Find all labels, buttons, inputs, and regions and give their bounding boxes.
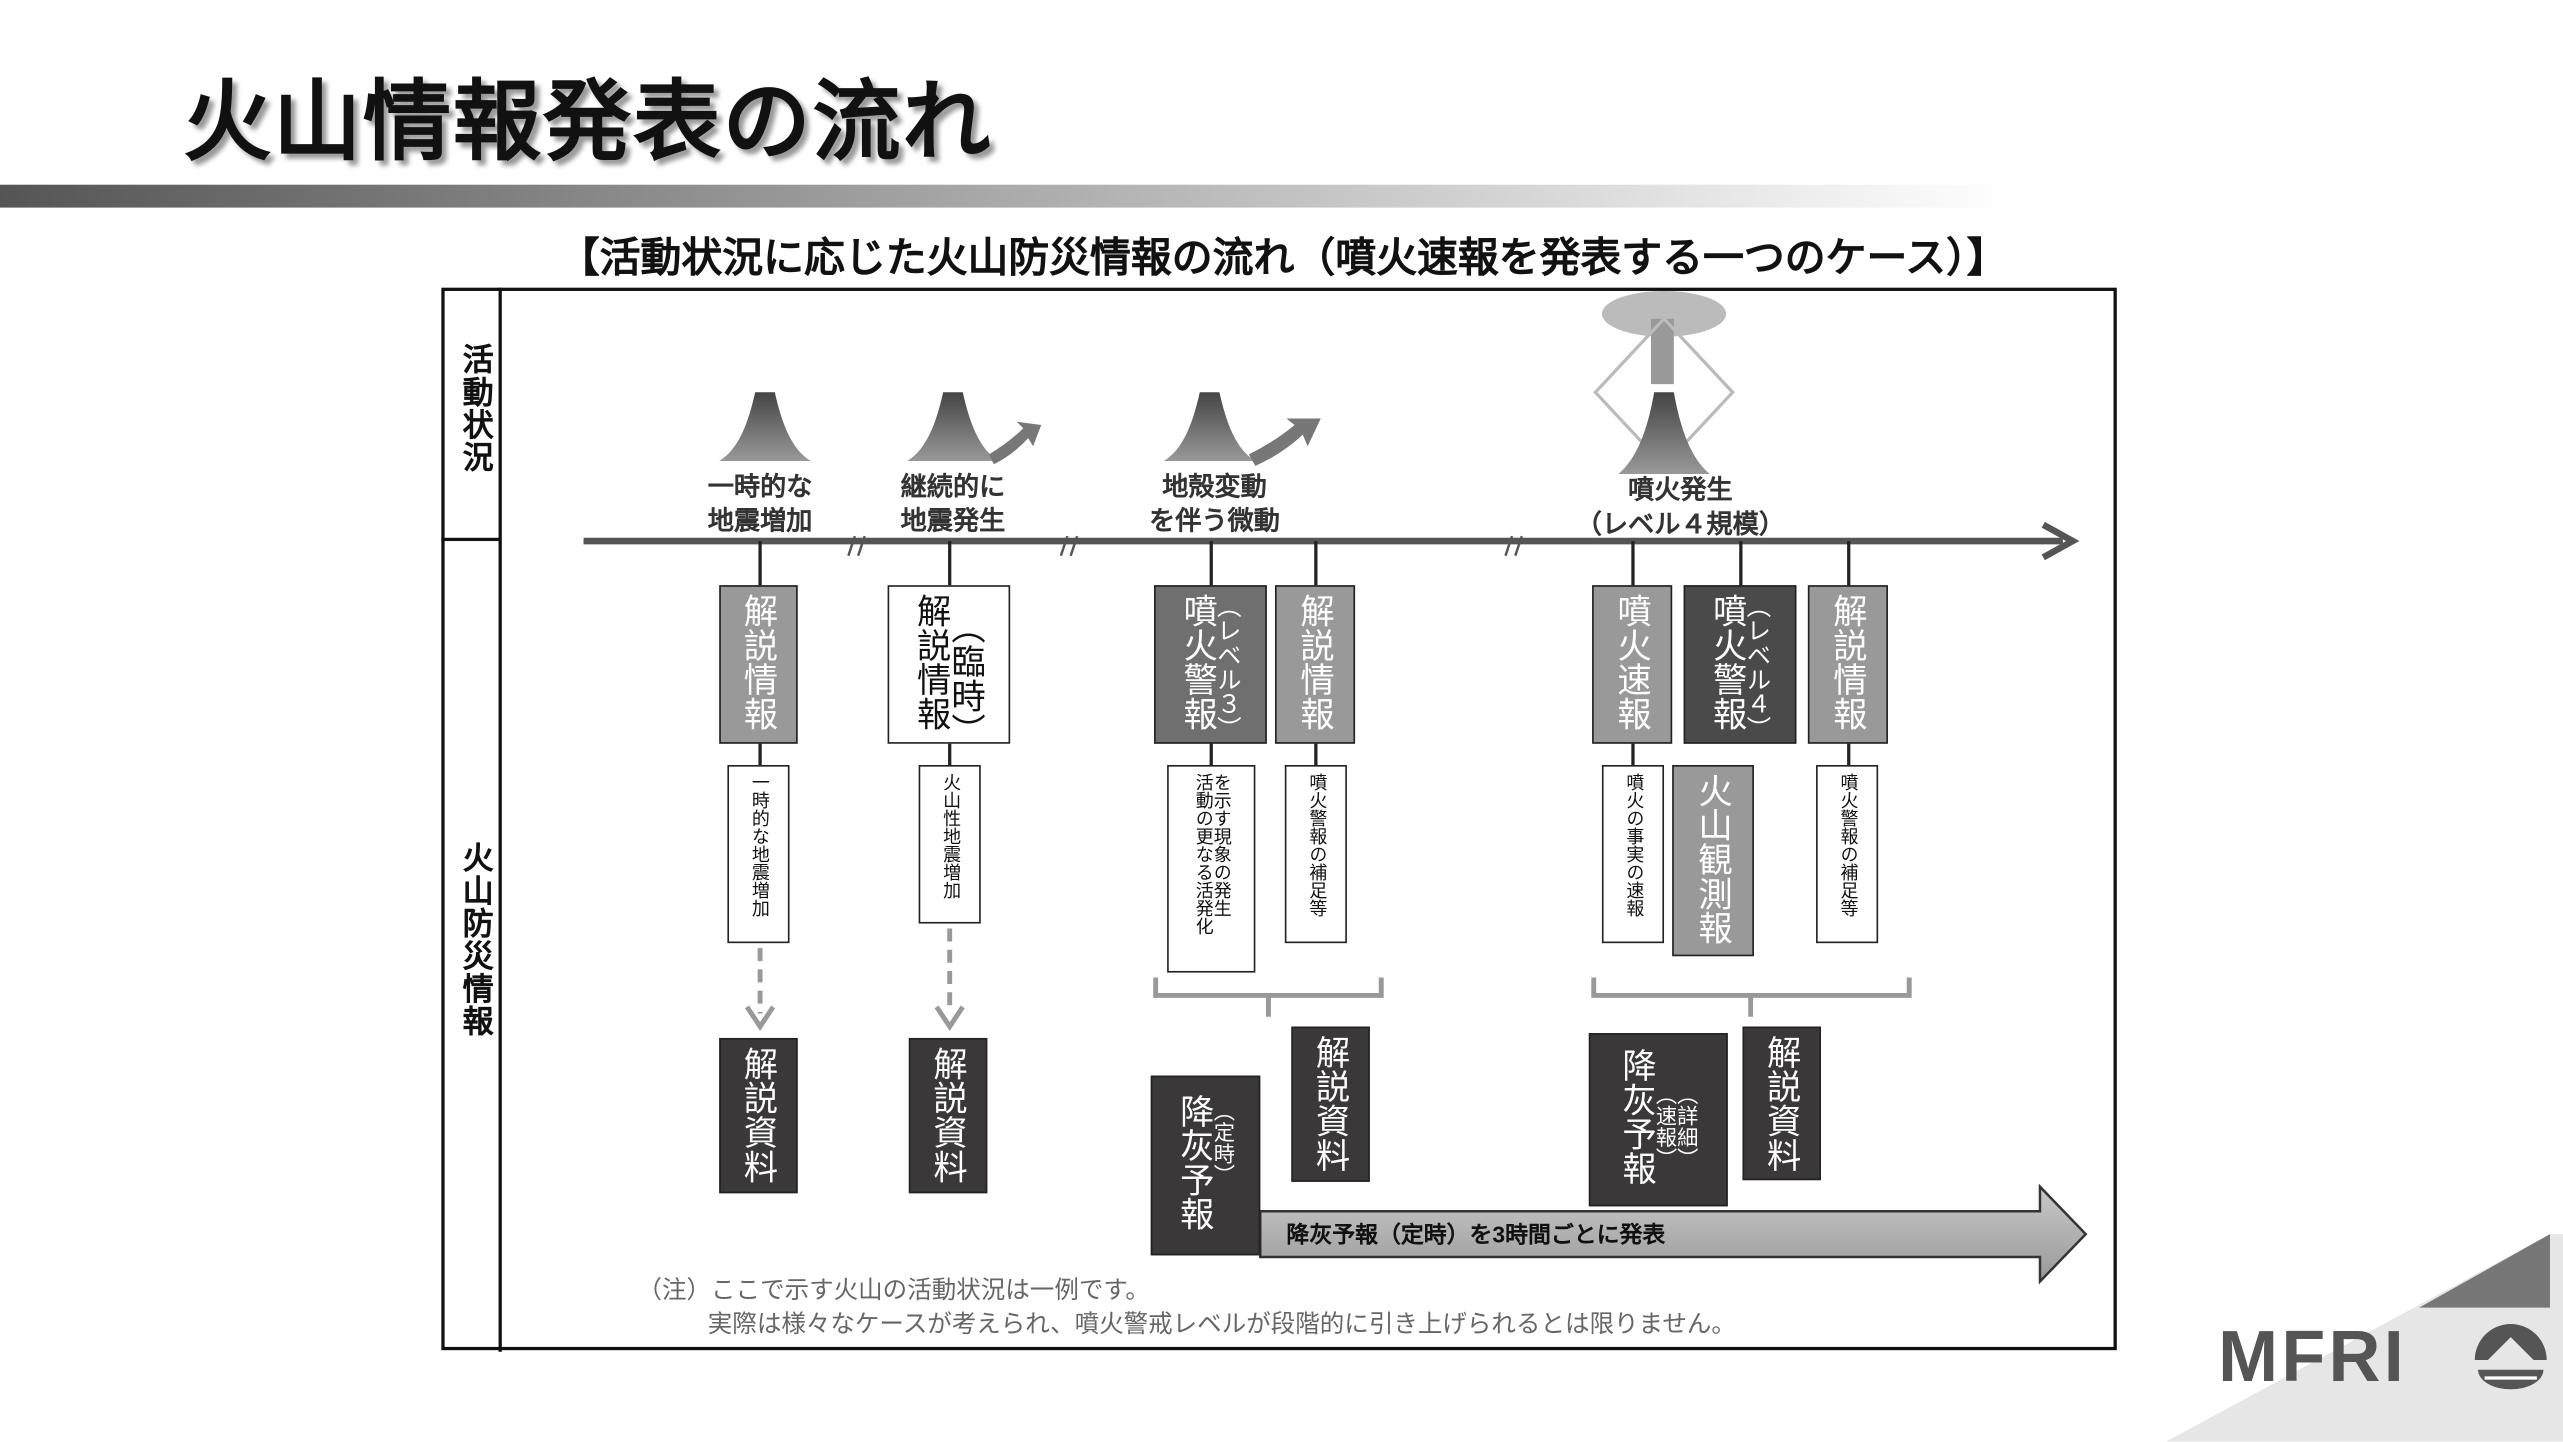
box-label: （詳細） [1673, 1083, 1699, 1169]
box-label: 解説情報 [1829, 593, 1867, 731]
desc-box: 噴火の事実の速報 [1601, 764, 1665, 944]
desc-box: 噴火警報の補足等 [1816, 764, 1879, 944]
dashed-arrow [744, 928, 965, 1031]
side-label-info: 火山防災情報 [457, 841, 493, 1038]
box-label: 解説資料 [1311, 1034, 1350, 1173]
info-box-commentary: 解説情報 [719, 585, 798, 744]
logo-icon [2474, 1324, 2547, 1390]
stage-label-line: 地震増加 [707, 508, 813, 537]
note-line-2: 実際は様々なケースが考えられ、噴火警戒レベルが段階的に引き上げられるとは限りませ… [707, 1310, 1736, 1339]
arrow-label: 降灰予報（定時）を3時間ごとに発表 [1286, 1221, 1666, 1248]
material-box: 解説資料 [1291, 1026, 1370, 1182]
volcano-icon [907, 392, 1042, 465]
connector-line [1739, 541, 1743, 587]
diagram-subtitle: 【活動状況に応じた火山防災情報の流れ（噴火速報を発表する一つのケース）】 [558, 235, 2008, 282]
stage-label-line: を伴う微動 [1149, 508, 1280, 537]
desc-box: 一時的な地震増加 [727, 764, 790, 944]
box-label: 噴火警報 [1179, 593, 1217, 731]
info-box-commentary-extraordinary: 解説情報（臨時） [887, 585, 1011, 748]
logo-background [2165, 1234, 2563, 1442]
box-label: 火山観測報 [1694, 773, 1732, 945]
box-label: （レベル４） [1743, 593, 1772, 741]
box-label: （定時） [1210, 1100, 1235, 1186]
box-label: （臨時） [947, 609, 985, 748]
diagram-frame [441, 287, 2117, 1351]
frame-divider [498, 287, 502, 1352]
desc-text: 噴火の事実の速報 [1623, 773, 1644, 918]
desc-box: 火山性地震増加 [918, 764, 981, 924]
volcano-icon [1163, 392, 1321, 466]
logo-text: MFRI [2218, 1317, 2407, 1398]
title-gradient-bar [0, 184, 2011, 208]
stage-label-line: 一時的な [707, 474, 813, 502]
box-label: 解説資料 [1762, 1034, 1801, 1173]
stage-label: 噴火発生 （レベル４規模） [1576, 474, 1785, 543]
material-box: 解説資料 [908, 1037, 988, 1194]
box-label: 降灰予報 [1618, 1047, 1656, 1186]
note-line-1: （注）ここで示す火山の活動状況は一例です。 [637, 1276, 1150, 1305]
timeline-arrow [583, 521, 2080, 561]
desc-text: 火山性地震増加 [940, 773, 961, 900]
periodic-forecast-arrow [1259, 1183, 2088, 1285]
desc-text: 活動の更なる活発化 [1193, 773, 1213, 935]
ashfall-forecast-flash-detailed: 降灰予報（速報）（詳細） [1588, 1033, 1728, 1207]
stage-label-line: 地震発生 [900, 508, 1006, 537]
box-label: 噴火警報 [1708, 593, 1747, 731]
box-label: 噴火速報 [1613, 593, 1651, 731]
material-box: 解説資料 [719, 1037, 798, 1194]
eruption-icon [1593, 290, 1735, 475]
stage-label-line: 噴火発生 [1628, 477, 1733, 506]
box-label: （レベル３） [1213, 593, 1242, 741]
box-label: 降灰予報 [1176, 1093, 1214, 1231]
box-label: 解説資料 [929, 1046, 967, 1184]
stage-label: 継続的に地震発生 [901, 471, 1006, 540]
stage-label: 地殻変動を伴う微動 [1149, 471, 1280, 540]
stage-label-line: 継続的に [900, 474, 1006, 502]
volcano-icon [719, 392, 811, 461]
stage-label: 一時的な地震増加 [708, 471, 813, 540]
info-box-eruption-warning-l3: 噴火警報（レベル３） [1154, 585, 1267, 744]
stage-label-line: 地殻変動 [1162, 474, 1267, 502]
info-box-volcano-observation: 火山観測報 [1672, 764, 1754, 957]
desc-box: 活動の更なる活発化を示す現象の発生 [1167, 764, 1256, 973]
desc-text: 噴火警報の補足等 [1306, 773, 1327, 918]
desc-text: 一時的な地震増加 [749, 773, 770, 918]
info-box-commentary: 解説情報 [1807, 585, 1888, 744]
info-box-commentary: 解説情報 [1274, 585, 1356, 744]
ashfall-forecast-scheduled: 降灰予報（定時） [1150, 1075, 1261, 1256]
box-label: （速報） [1652, 1083, 1678, 1169]
material-box: 解説資料 [1742, 1026, 1821, 1181]
frame-divider [441, 537, 501, 542]
desc-text: 噴火警報の補足等 [1838, 773, 1858, 918]
page-title: 火山情報発表の流れ [183, 73, 993, 172]
desc-box: 噴火警報の補足等 [1284, 764, 1347, 944]
break-mark [847, 535, 1523, 557]
box-label: 解説情報 [1296, 593, 1334, 731]
desc-text: を示す現象の発生 [1211, 773, 1231, 918]
info-box-eruption-flash: 噴火速報 [1592, 585, 1673, 744]
info-box-eruption-warning-l4: 噴火警報（レベル４） [1683, 585, 1797, 744]
box-label: 解説情報 [912, 593, 951, 731]
box-label: 解説資料 [739, 1046, 778, 1184]
side-label-activity: 活動状況 [457, 343, 493, 475]
bracket [1153, 977, 1912, 1017]
stage-label-line: （レベル４規模） [1575, 511, 1785, 540]
box-label: 解説情報 [739, 593, 778, 731]
